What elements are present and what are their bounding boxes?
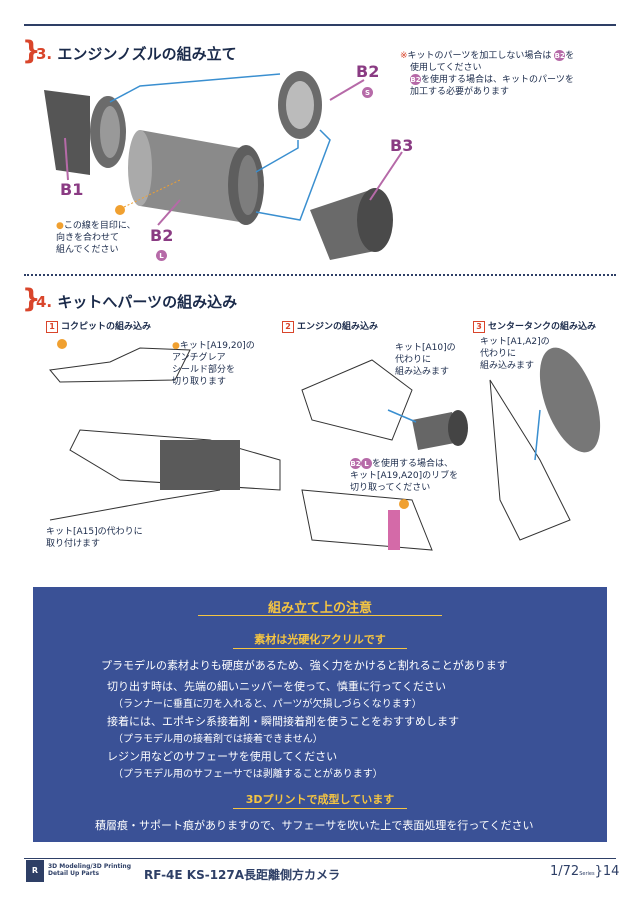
note-cutting: 切り出す時は、先端の細いニッパーを使って、慎重に行ってください <box>107 680 447 693</box>
label-b1: B1 <box>60 180 84 199</box>
center-tank-diagram <box>489 347 601 541</box>
label-b2-long: B2 <box>150 226 174 245</box>
precautions-title: 組み立て上の注意 <box>267 601 372 616</box>
section-divider <box>24 274 616 276</box>
brand-tagline: 3D Modeling/3D Printing Detail Up Parts <box>48 863 131 877</box>
sub1-note-top: ●キット[A19,20]の アンチグレア シールド部分を 切り取ります <box>172 341 255 387</box>
part-b2-short <box>278 71 322 139</box>
sub1-note-bottom: キット[A15]の代わりに 取り付けます <box>46 527 143 549</box>
assembly-arrow <box>255 129 331 221</box>
precautions-panel: 組み立て上の注意 素材は光硬化アクリルです プラモデルの素材よりも硬度があるため… <box>33 587 607 842</box>
note-surfacer-sub: （プラモデル用のサフェーサでは剥離することがあります） <box>113 769 383 780</box>
note-hardness: プラモデルの素材よりも硬度があるため、強く力をかけると割れることがあります <box>101 659 508 672</box>
label-b3: B3 <box>390 136 414 155</box>
exhaust-duct <box>44 90 90 175</box>
note-surfacer: レジン用などのサフェーサを使用してください <box>107 750 338 763</box>
material-heading: 素材は光硬化アクリルです <box>254 633 386 646</box>
part-b2-long <box>128 130 264 225</box>
print-heading: 3Dプリントで成型しています <box>245 793 395 806</box>
scale-page: 1/72Series}14 <box>550 864 620 879</box>
section-3-title: 3. エンジンノズルの組み立て <box>36 45 237 63</box>
alignment-note: ●この線を目印に、 向きを合わせて 組んでください <box>56 221 136 255</box>
note-adhesive-sub: （プラモデル用の接着剤では接着できません） <box>113 734 323 745</box>
section-brace: } <box>22 284 41 314</box>
note-cutting-sub: （ランナーに垂直に刃を入れると、パーツが欠損しづらくなります） <box>113 699 422 710</box>
pointer-b1 <box>64 137 69 181</box>
engine-diagram <box>301 359 468 551</box>
label-b2-short: B2 <box>356 62 380 81</box>
footer-rule <box>24 858 616 859</box>
note-adhesive: 接着には、エポキシ系接着剤・瞬間接着剤を使うことをおすすめします <box>107 715 459 728</box>
top-rule <box>24 24 616 26</box>
alignment-mark-icon <box>115 205 125 215</box>
assembly-arrow <box>255 140 299 173</box>
note-layer-marks: 積層痕・サポート痕がありますので、サフェーサを吹いた上で表面処理を行ってください <box>95 819 534 832</box>
section-brace: } <box>22 36 41 66</box>
pointer-b3 <box>369 151 403 201</box>
label-b2-short-sub: S <box>362 82 373 101</box>
sub3-note: キット[A1,A2]の 代わりに 組み込みます <box>480 337 550 371</box>
cockpit-diagram <box>49 339 281 521</box>
part-b3 <box>310 188 393 260</box>
pointer-b2-long <box>157 199 181 226</box>
part-b1 <box>90 96 126 168</box>
pointer-b2-short <box>329 79 365 101</box>
assembly-arrow <box>109 73 281 103</box>
brand-logo: R <box>26 860 44 882</box>
product-title: RF-4E KS-127A長距離側方カメラ <box>144 868 341 882</box>
sub2-note-top: キット[A10]の 代わりに 組み込みます <box>395 343 456 377</box>
section-3-note: ※キットのパーツを加工しない場合は B2を 使用してください B2を使用する場合… <box>400 50 575 97</box>
nozzle-assembly-diagram <box>44 71 403 260</box>
label-b2-long-sub: L <box>156 245 167 264</box>
section-4-title: 4. キットへパーツの組み込み <box>36 293 238 311</box>
